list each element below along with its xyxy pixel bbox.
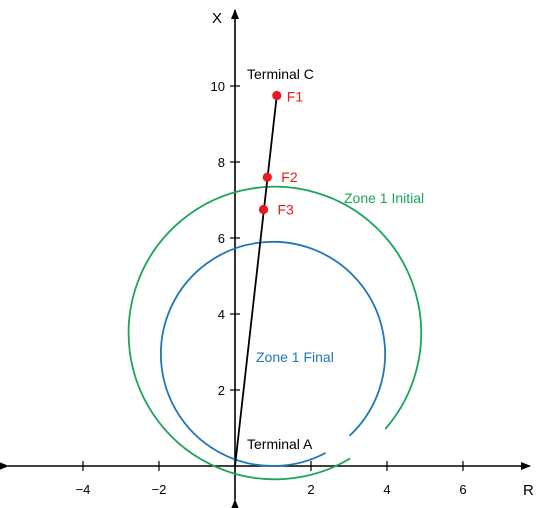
r-tick-label: 2 [307, 482, 314, 497]
axes [0, 9, 531, 508]
fault-point-f2 [262, 172, 272, 182]
zone-1-final-circle [160, 240, 386, 467]
x-tick-label: 6 [218, 231, 225, 246]
x-tick-label: 2 [218, 383, 225, 398]
line-a-to-c [234, 95, 278, 467]
r-tick-label: −4 [76, 482, 91, 497]
zone-1-initial-circle [127, 185, 423, 481]
zone-1-final-label: Zone 1 Final [256, 349, 334, 365]
r-axis-label: R [523, 482, 534, 499]
fault-label-f3: F3 [278, 202, 295, 218]
fault-label-f1: F1 [287, 89, 304, 105]
fault-point-f1 [272, 90, 282, 101]
line-impedance [234, 95, 278, 467]
x-tick-label: 8 [218, 155, 225, 170]
r-tick-label: −2 [152, 482, 167, 497]
x-tick-label: 10 [211, 79, 225, 94]
zone-1-initial-label: Zone 1 Initial [344, 190, 424, 206]
terminal-c-label: Terminal C [247, 66, 314, 82]
r-tick-label: 4 [383, 482, 390, 497]
x-tick-label: 4 [218, 307, 225, 322]
fault-point-f3 [258, 204, 269, 215]
x-axis-label: X [212, 10, 222, 27]
terminal-a-label: Terminal A [247, 436, 313, 452]
r-tick-label: 6 [459, 482, 466, 497]
fault-label-f2: F2 [281, 169, 298, 185]
zone-circles [127, 185, 423, 481]
fault-points [258, 90, 282, 215]
